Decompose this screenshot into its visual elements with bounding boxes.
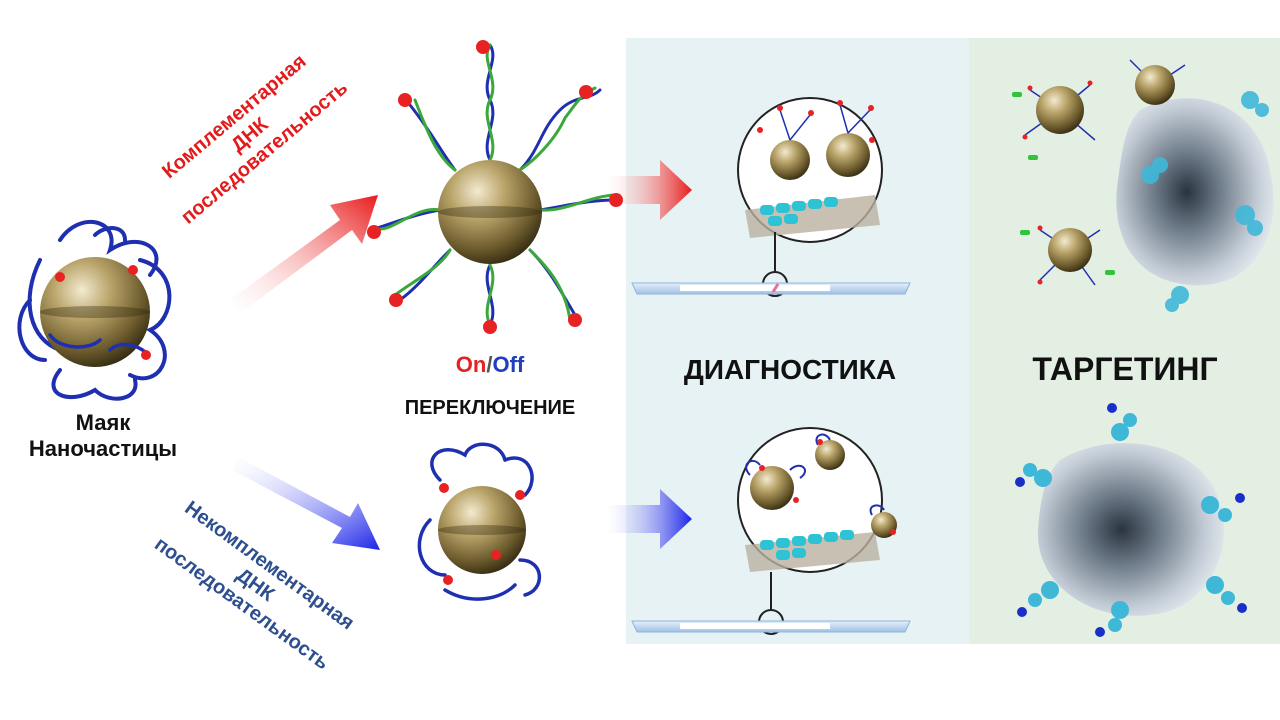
beacon-label-line2: Наночастицы bbox=[28, 436, 178, 462]
switch-title: ПЕРЕКЛЮЧЕНИЕ bbox=[370, 397, 610, 421]
beacon-label-line1: Маяк bbox=[28, 410, 178, 436]
diagnostics-title: ДИАГНОСТИКА bbox=[645, 353, 935, 386]
complementary-arrow bbox=[230, 195, 378, 312]
test-strip-negative bbox=[632, 621, 910, 632]
on-text: On bbox=[456, 352, 487, 377]
test-strip-positive bbox=[632, 283, 910, 294]
beacon-label: Маяк Наночастицы bbox=[28, 410, 178, 462]
closed-beacon-nanoparticle bbox=[419, 444, 539, 599]
noncomplementary-arrow bbox=[232, 458, 380, 550]
beacon-nanoparticle bbox=[19, 222, 169, 399]
targeting-title: ТАРГЕТИНГ bbox=[990, 351, 1260, 389]
on-off-label: On/Off bbox=[420, 352, 560, 378]
off-text: Off bbox=[492, 352, 524, 377]
hybridized-dna-nanoparticle bbox=[367, 40, 623, 334]
